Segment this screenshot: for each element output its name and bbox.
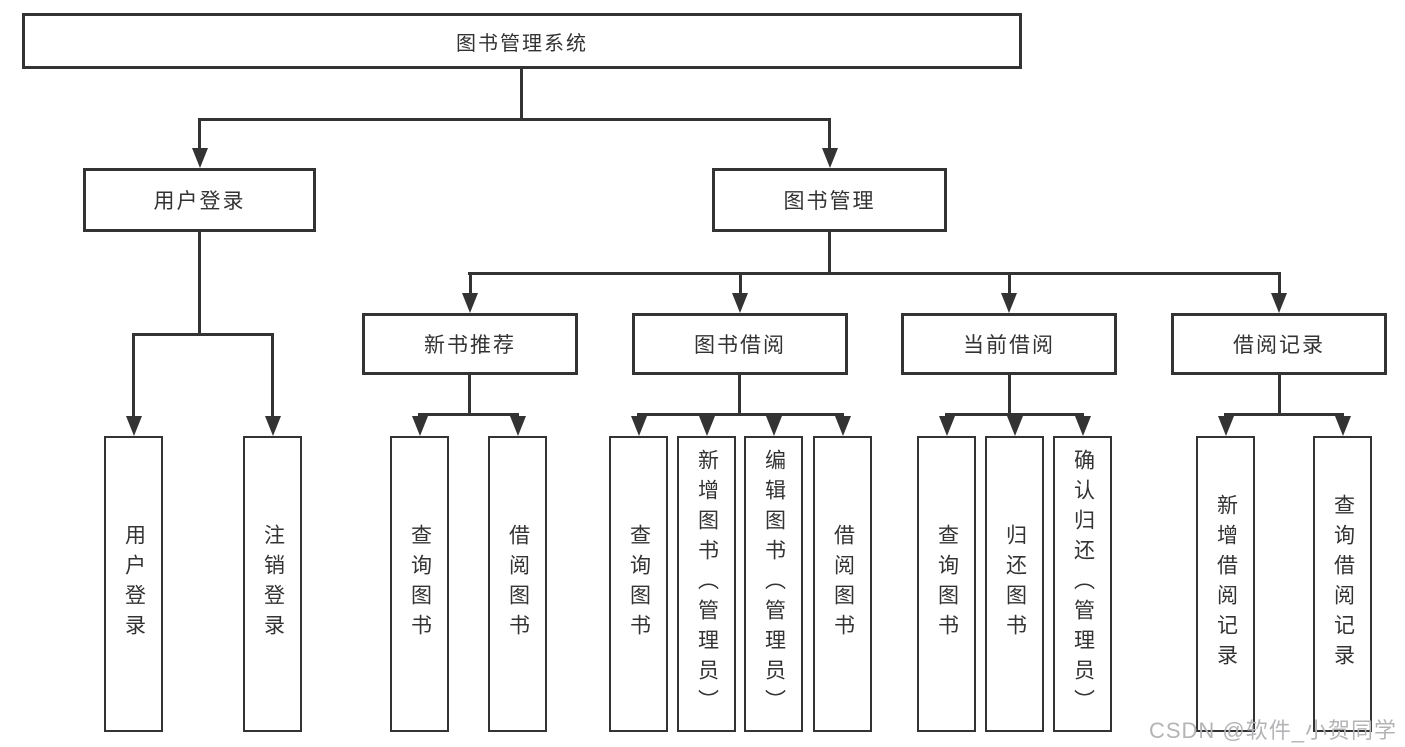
connector-line xyxy=(637,413,844,416)
connector-line xyxy=(1224,413,1344,416)
node-book-management: 图书管理 xyxy=(712,168,947,232)
connector-line xyxy=(520,69,523,120)
connector-line xyxy=(1008,375,1011,415)
leaf-borrow-books-recommend: 借阅图书 xyxy=(488,436,547,732)
connector-line xyxy=(468,375,471,415)
leaf-add-book-admin: 新增图书（管理员） xyxy=(677,436,736,732)
connector-line xyxy=(828,232,831,274)
node-borrow-records: 借阅记录 xyxy=(1171,313,1387,375)
leaf-user-login: 用户登录 xyxy=(104,436,163,732)
connector-line xyxy=(1278,272,1281,297)
arrow-head xyxy=(1271,293,1287,313)
arrow-head xyxy=(126,416,142,436)
arrow-head xyxy=(265,416,281,436)
leaf-edit-book-admin: 编辑图书（管理员） xyxy=(744,436,803,732)
leaf-query-books-recommend: 查询图书 xyxy=(390,436,449,732)
leaf-add-borrow-record: 新增借阅记录 xyxy=(1196,436,1255,732)
arrow-head xyxy=(192,148,208,168)
connector-line xyxy=(739,272,742,297)
connector-line xyxy=(418,413,519,416)
arrow-head xyxy=(1001,293,1017,313)
connector-line xyxy=(469,272,472,297)
connector-line xyxy=(468,272,1281,275)
arrow-head xyxy=(1218,416,1234,436)
connector-line xyxy=(198,232,201,335)
connector-line xyxy=(132,333,274,336)
leaf-query-books-current: 查询图书 xyxy=(917,436,976,732)
connector-line xyxy=(132,333,135,418)
connector-line xyxy=(198,118,201,150)
arrow-head xyxy=(766,416,782,436)
leaf-return-books: 归还图书 xyxy=(985,436,1044,732)
connector-line xyxy=(198,118,831,121)
arrow-head xyxy=(631,416,647,436)
leaf-borrow-books: 借阅图书 xyxy=(813,436,872,732)
arrow-head xyxy=(412,416,428,436)
leaf-query-borrow-record: 查询借阅记录 xyxy=(1313,436,1372,732)
node-book-borrow: 图书借阅 xyxy=(632,313,848,375)
node-root: 图书管理系统 xyxy=(22,13,1022,69)
arrow-head xyxy=(1075,416,1091,436)
arrow-head xyxy=(699,416,715,436)
leaf-query-books-borrow: 查询图书 xyxy=(609,436,668,732)
connector-line xyxy=(1008,272,1011,297)
node-user-login: 用户登录 xyxy=(83,168,316,232)
arrow-head xyxy=(1007,416,1023,436)
arrow-head xyxy=(835,416,851,436)
arrow-head xyxy=(510,416,526,436)
connector-line xyxy=(738,375,741,415)
leaf-confirm-return-admin: 确认归还（管理员） xyxy=(1053,436,1112,732)
connector-line xyxy=(1278,375,1281,415)
arrow-head xyxy=(939,416,955,436)
arrow-head xyxy=(732,293,748,313)
connector-line xyxy=(271,333,274,418)
arrow-head xyxy=(462,293,478,313)
arrow-head xyxy=(1335,416,1351,436)
node-current-borrow: 当前借阅 xyxy=(901,313,1117,375)
node-new-book-recommend: 新书推荐 xyxy=(362,313,578,375)
connector-line xyxy=(828,118,831,150)
leaf-logout-login: 注销登录 xyxy=(243,436,302,732)
csdn-watermark: CSDN @软件_小贺同学 xyxy=(1148,718,1397,743)
arrow-head xyxy=(822,148,838,168)
